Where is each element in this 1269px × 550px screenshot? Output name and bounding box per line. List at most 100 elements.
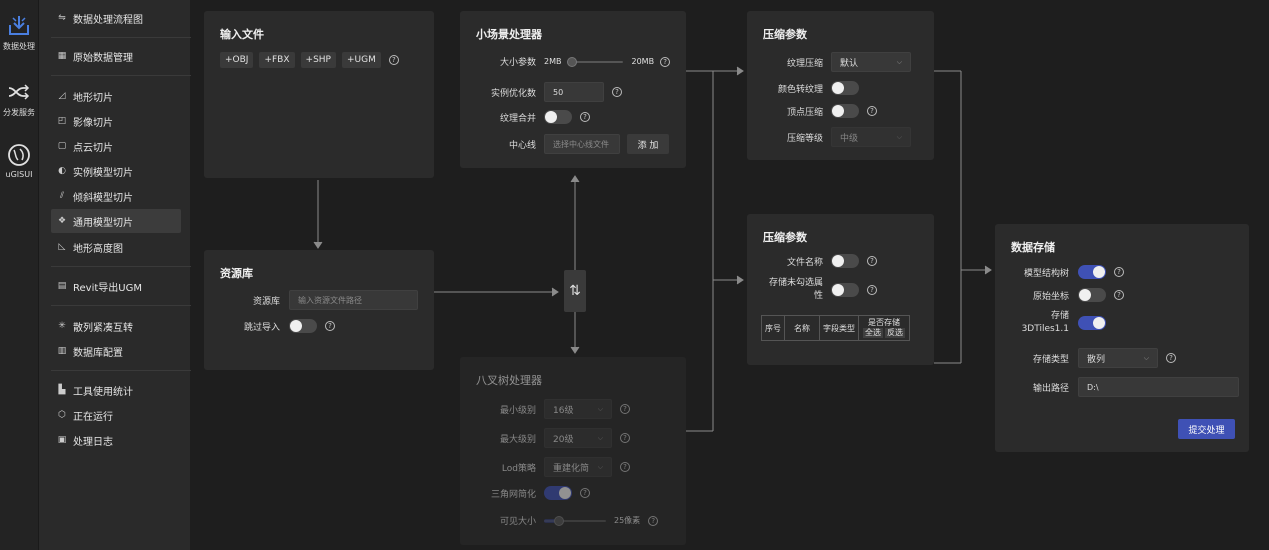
compress-level-select[interactable]: 中级⌵: [831, 127, 911, 147]
invert-selection-button[interactable]: 反选: [885, 328, 905, 338]
resource-library-label: 资源库: [252, 296, 280, 307]
add-fbx-button[interactable]: +FBX: [259, 52, 295, 68]
instance-optimize-label: 实例优化数: [490, 88, 536, 99]
panel-title: 八叉树处理器: [476, 374, 542, 387]
lod-strategy-label: Lod策略: [501, 463, 536, 474]
storage-type-select[interactable]: 散列⌵: [1078, 348, 1158, 368]
help-icon[interactable]: ?: [867, 256, 877, 266]
help-icon[interactable]: ?: [867, 285, 877, 295]
mesh-simplify-label: 三角网简化: [490, 489, 536, 500]
add-centerline-button[interactable]: 添 加: [627, 134, 669, 154]
help-icon[interactable]: ?: [388, 55, 399, 65]
log-icon: ▣: [57, 435, 67, 445]
filename-toggle[interactable]: [831, 254, 859, 268]
origin-coord-toggle[interactable]: [1078, 288, 1106, 302]
compression-params-panel-1: 压缩参数 纹理压缩 默认⌵ 颜色转纹理 顶点压缩 ? 压缩等级 中级⌵: [747, 11, 934, 160]
help-icon[interactable]: ?: [660, 56, 671, 67]
store-unchecked-toggle[interactable]: [831, 283, 859, 297]
model-tree-toggle[interactable]: [1078, 265, 1106, 279]
output-path-input[interactable]: D:\: [1078, 377, 1239, 397]
menu-item-raw-data[interactable]: ▦原始数据管理: [57, 51, 133, 64]
instance-model-icon: ◐: [58, 166, 66, 176]
rail-item-ugisui[interactable]: uGISUI: [0, 143, 38, 179]
vertex-compress-toggle[interactable]: [831, 104, 859, 118]
panel-title: 压缩参数: [763, 231, 807, 244]
menu-item-stats[interactable]: ▙工具使用统计: [58, 385, 133, 398]
add-obj-button[interactable]: +OBJ: [220, 52, 254, 68]
store-unchecked-label: 存储未勾选属性: [768, 278, 823, 301]
side-menu: ⇋数据处理流程图 ▦原始数据管理 ◿地形切片 ◰影像切片 ▢点云切片 ◐实例模型…: [38, 0, 219, 550]
help-icon[interactable]: ?: [580, 488, 590, 498]
menu-item-height-map[interactable]: ◺地形高度图: [58, 242, 123, 255]
help-icon[interactable]: ?: [648, 515, 659, 526]
chevron-down-icon: ⌵: [597, 433, 603, 442]
small-scene-processor-panel: 小场景处理器 大小参数 2MB 20MB ? 实例优化数 50 ? 纹理合并 ?…: [460, 11, 686, 168]
help-icon[interactable]: ?: [620, 433, 630, 443]
texture-compress-label: 纹理压缩: [786, 58, 823, 69]
menu-item-convert[interactable]: ✳散列紧凑互转: [58, 321, 133, 334]
help-icon[interactable]: ?: [1114, 267, 1124, 277]
col-field-type: 字段类型: [819, 315, 859, 341]
menu-item-terrain[interactable]: ◿地形切片: [58, 91, 113, 104]
vertex-compress-label: 顶点压缩: [786, 107, 823, 118]
skip-import-toggle[interactable]: [289, 319, 317, 333]
select-all-button[interactable]: 全选: [863, 328, 883, 338]
help-icon[interactable]: ?: [612, 87, 622, 97]
menu-item-running[interactable]: ⬡正在运行: [58, 410, 113, 423]
min-level-select[interactable]: 16级⌵: [544, 399, 612, 419]
help-icon[interactable]: ?: [325, 321, 335, 331]
col-index: 序号: [761, 315, 785, 341]
swap-handle-icon[interactable]: ⇅: [564, 270, 586, 312]
convert-icon: ✳: [58, 321, 66, 331]
menu-item-log[interactable]: ▣处理日志: [57, 435, 113, 448]
mesh-simplify-toggle[interactable]: [544, 486, 572, 500]
color-to-texture-toggle[interactable]: [831, 81, 859, 95]
menu-item-image[interactable]: ◰影像切片: [57, 116, 113, 129]
submit-process-button[interactable]: 提交处理: [1178, 419, 1235, 439]
visible-size-label: 可见大小: [499, 517, 536, 527]
size-param-label: 大小参数: [499, 58, 536, 68]
image-icon: ◰: [57, 116, 67, 126]
color-to-texture-label: 颜色转纹理: [777, 84, 823, 95]
output-path-label: 输出路径: [1032, 383, 1069, 394]
lod-strategy-select[interactable]: 重建化简⌵: [544, 457, 612, 477]
texture-merge-toggle[interactable]: [544, 110, 572, 124]
texture-compress-select[interactable]: 默认⌵: [831, 52, 911, 72]
database-icon: ▥: [57, 346, 67, 356]
max-level-select[interactable]: 20级⌵: [544, 428, 612, 448]
store-3dtiles-toggle[interactable]: [1078, 316, 1106, 330]
revit-icon: ▤: [57, 281, 67, 291]
rail-item-data-process[interactable]: 数据处理: [0, 14, 38, 52]
help-icon[interactable]: ?: [580, 112, 590, 122]
rail-item-distribute[interactable]: 分发服务: [0, 80, 38, 118]
help-icon[interactable]: ?: [867, 106, 877, 116]
menu-item-generic-model[interactable]: ❖通用模型切片: [51, 209, 181, 233]
octree-processor-panel: 八叉树处理器 最小级别 16级⌵ ? 最大级别 20级⌵ ? Lod策略 重建化…: [460, 357, 686, 545]
visible-size-slider[interactable]: [544, 515, 606, 526]
resource-path-input[interactable]: 输入资源文件路径: [289, 290, 418, 310]
instance-optimize-input[interactable]: 50: [544, 82, 604, 102]
menu-item-flowchart[interactable]: ⇋数据处理流程图: [58, 13, 143, 26]
help-icon[interactable]: ?: [1166, 353, 1176, 363]
help-icon[interactable]: ?: [1114, 290, 1124, 300]
centerline-file-input[interactable]: 选择中心线文件: [544, 134, 620, 154]
resource-library-panel: 资源库 资源库 输入资源文件路径 跳过导入 ?: [204, 250, 434, 370]
add-ugm-button[interactable]: +UGM: [341, 52, 381, 68]
panel-title: 压缩参数: [763, 28, 807, 41]
min-level-label: 最小级别: [499, 405, 536, 416]
menu-item-database[interactable]: ▥数据库配置: [57, 346, 123, 359]
oblique-model-icon: ⫽: [59, 191, 64, 201]
size-slider[interactable]: [567, 56, 624, 67]
help-icon[interactable]: ?: [620, 404, 630, 414]
size-min-text: 2MB: [544, 57, 562, 66]
add-shp-button[interactable]: +SHP: [300, 52, 336, 68]
menu-item-pointcloud[interactable]: ▢点云切片: [57, 141, 113, 154]
menu-item-instance-model[interactable]: ◐实例模型切片: [58, 166, 133, 179]
grid-icon: ▦: [57, 51, 67, 61]
chevron-down-icon: ⌵: [597, 462, 603, 471]
help-icon[interactable]: ?: [620, 462, 630, 472]
menu-item-revit[interactable]: ▤Revit导出UGM: [57, 281, 142, 294]
menu-item-oblique-model[interactable]: ⫽倾斜模型切片: [51, 184, 181, 208]
running-icon: ⬡: [58, 410, 66, 420]
